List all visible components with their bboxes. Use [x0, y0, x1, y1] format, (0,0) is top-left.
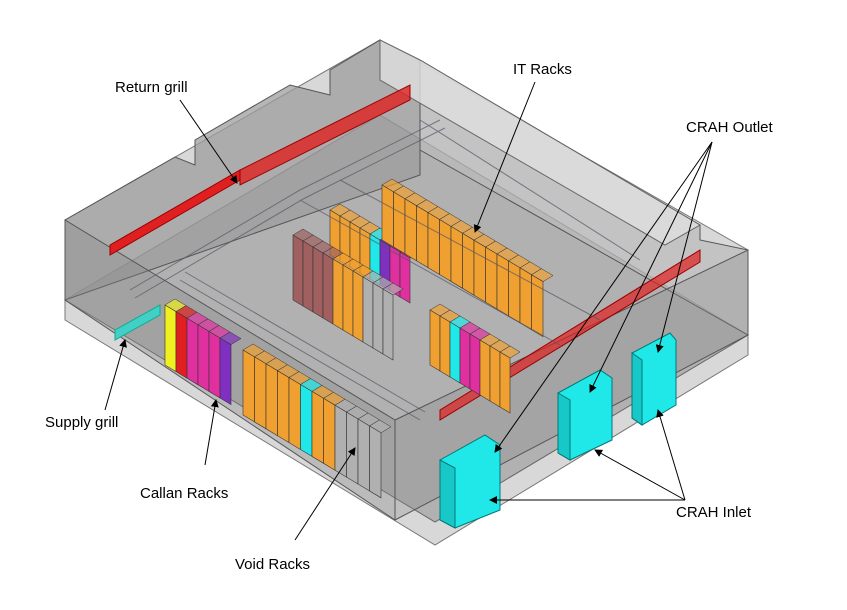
rack: [429, 309, 441, 372]
rack: [489, 345, 501, 408]
rack: [362, 276, 374, 349]
right-wall-top: [379, 39, 701, 246]
rack: [427, 212, 440, 276]
rack: [381, 184, 394, 248]
rack: [311, 390, 324, 464]
rack: [459, 327, 471, 390]
rack: [175, 311, 188, 379]
rack: [499, 351, 511, 414]
rack: [292, 234, 304, 307]
rack: [399, 251, 411, 304]
rack: [352, 270, 364, 343]
rack: [372, 282, 384, 355]
callan-row: [164, 298, 242, 406]
rack: [332, 258, 344, 331]
rack: [334, 404, 347, 478]
rack: [439, 218, 452, 282]
rack: [508, 260, 521, 324]
rack: [265, 363, 278, 437]
rack: [469, 333, 481, 396]
rack: [369, 425, 382, 499]
crah-unit: [631, 332, 677, 426]
rack: [288, 377, 301, 451]
rack: [357, 418, 370, 492]
rack: [302, 240, 314, 313]
rack: [404, 198, 417, 262]
supply-grill: [114, 304, 161, 341]
supply-grill-label: Supply grill: [45, 414, 119, 431]
rack: [300, 383, 313, 457]
rack: [164, 304, 177, 373]
rack: [450, 225, 463, 289]
rack: [473, 239, 486, 303]
rack: [449, 321, 461, 384]
callan-racks-label: Callan Racks: [140, 485, 229, 502]
rack: [416, 205, 429, 269]
rack: [342, 264, 354, 337]
it-row: [381, 178, 554, 338]
cable-trays: [129, 119, 641, 421]
crah-unit: [439, 434, 501, 529]
rack: [346, 411, 359, 485]
annotation-arrows: [104, 81, 713, 541]
crah-outlet-label: CRAH Outlet: [686, 119, 773, 136]
rack: [393, 191, 406, 255]
rack: [462, 232, 475, 296]
crah-unit: [557, 369, 613, 461]
it-racks-label: IT Racks: [513, 61, 572, 78]
void-racks-label: Void Racks: [235, 556, 311, 573]
mid-right-row: [429, 303, 521, 414]
rack: [254, 356, 267, 430]
rack: [322, 252, 334, 325]
rack: [496, 253, 509, 317]
rack: [186, 317, 199, 386]
void-row: [242, 343, 392, 499]
rack: [531, 274, 544, 338]
rack: [382, 288, 394, 361]
mid-left-row: [292, 228, 404, 361]
return-grill-label: Return grill: [115, 79, 188, 96]
rack: [519, 267, 532, 331]
rack: [485, 246, 498, 310]
crah-inlet-label: CRAH Inlet: [676, 504, 752, 521]
rack: [277, 370, 290, 444]
rack: [197, 324, 210, 392]
rack: [312, 246, 324, 319]
rack: [479, 339, 491, 402]
rack: [219, 337, 232, 406]
rack: [323, 397, 336, 471]
return-grill-back: [239, 84, 411, 186]
rack: [242, 349, 255, 423]
rack: [439, 315, 451, 378]
rack: [208, 330, 221, 399]
